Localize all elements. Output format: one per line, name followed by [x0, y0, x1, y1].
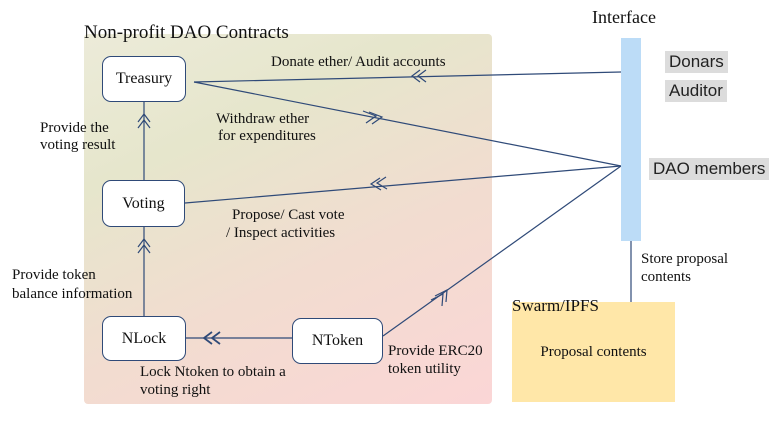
arrowhead-donate-2	[417, 69, 427, 83]
label-withdraw-line1: Withdraw ether	[216, 111, 310, 127]
role-donars: Donars	[665, 51, 728, 73]
arrowhead-withdraw	[368, 111, 384, 125]
label-lock-line2: voting right	[140, 382, 211, 398]
nlock-box: NLock	[102, 316, 186, 361]
arrowhead-ntoken-nlock-2	[210, 331, 221, 345]
contracts-panel-title: Non-profit DAO Contracts	[84, 22, 289, 43]
edge-erc20	[382, 165, 622, 337]
arrowhead-nlock-voting	[137, 238, 151, 248]
arrowhead-erc20	[434, 288, 448, 303]
arrowhead-voting-treasury	[137, 113, 151, 123]
arrowhead-nlock-voting-2	[137, 244, 151, 254]
treasury-box: Treasury	[102, 56, 186, 102]
storage-box	[512, 302, 675, 402]
label-voting-result-line1: Provide the	[40, 120, 109, 136]
label-erc20-line1: Provide ERC20	[388, 343, 483, 359]
label-propose-line1: Propose/ Cast vote	[232, 207, 345, 223]
interface-bar	[621, 38, 641, 241]
label-lock-line1: Lock Ntoken to obtain a	[140, 364, 286, 380]
label-store-line1: Store proposal	[641, 251, 729, 267]
label-balance-line2: balance information	[12, 286, 133, 302]
edge-propose	[184, 165, 622, 204]
label-donate: Donate ether/ Audit accounts	[271, 54, 446, 70]
label-withdraw-line2: for expenditures	[218, 128, 316, 144]
label-store-line2: contents	[641, 269, 691, 285]
ntoken-box: NToken	[292, 318, 383, 364]
arrowhead-voting-treasury-2	[137, 119, 151, 129]
label-erc20-line2: token utility	[388, 361, 461, 377]
storage-content: Proposal contents	[540, 344, 647, 360]
arrowhead-erc20-2	[430, 292, 444, 307]
label-balance-line1: Provide token	[12, 267, 96, 283]
edge-donate	[193, 71, 622, 83]
arrowhead-withdraw-2	[362, 110, 378, 124]
interface-title: Interface	[592, 7, 656, 27]
arrowhead-propose-2	[375, 176, 388, 190]
role-auditor: Auditor	[665, 80, 727, 102]
role-dao-members: DAO members	[649, 158, 770, 180]
storage-title: Swarm/IPFS	[512, 296, 599, 315]
arrowhead-donate	[411, 69, 421, 83]
voting-box: Voting	[102, 180, 185, 227]
label-voting-result-line2: voting result	[40, 137, 116, 153]
arrowhead-propose	[369, 177, 382, 191]
edge-withdraw	[193, 81, 622, 167]
label-propose-line2: / Inspect activities	[226, 225, 336, 241]
arrowhead-ntoken-nlock	[202, 331, 213, 345]
